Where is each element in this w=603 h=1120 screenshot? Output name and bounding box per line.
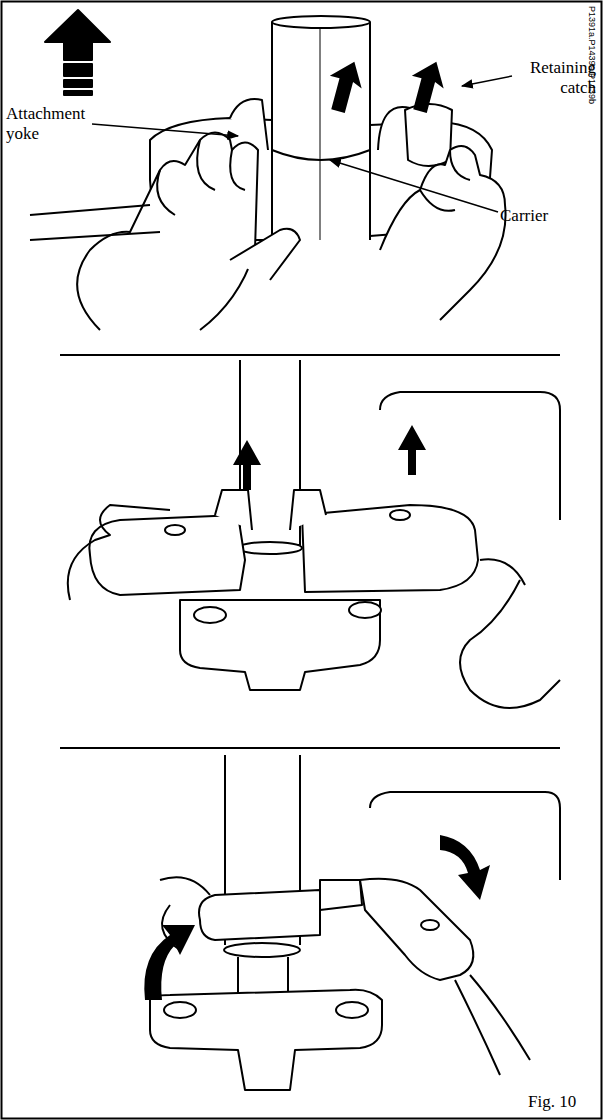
part-label: Retaining catch	[510, 58, 596, 98]
panel-three	[150, 755, 560, 1090]
panel-two	[68, 360, 560, 708]
reference-number: P1391a.P1439a.P1439b	[587, 6, 597, 104]
part-label: Attachment yoke	[6, 104, 92, 144]
figure-number: Fig. 10	[528, 1092, 598, 1112]
motion-arrow	[144, 835, 490, 1000]
motion-arrow	[233, 425, 426, 490]
motion-arrow	[322, 56, 450, 115]
panel-divider	[60, 747, 560, 749]
leader-line	[92, 76, 512, 212]
panel-one	[30, 10, 506, 330]
panel-divider	[60, 354, 560, 356]
part-label: Carrier	[500, 206, 590, 226]
